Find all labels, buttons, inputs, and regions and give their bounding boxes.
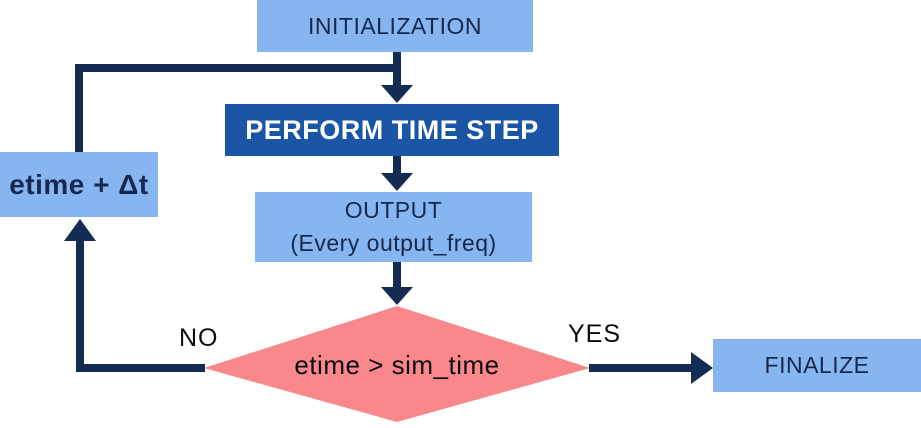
node-etime-update-label: etime + Δt: [9, 168, 149, 200]
node-initialization-label: INITIALIZATION: [308, 12, 482, 39]
node-output-sublabel: (Every output_freq): [290, 230, 497, 256]
node-decision-label: etime > sim_time: [294, 350, 500, 380]
node-perform-time-step-label: PERFORM TIME STEP: [245, 114, 539, 145]
yes-branch-arrowhead-icon: [691, 352, 713, 384]
node-perform-time-step: PERFORM TIME STEP: [225, 104, 559, 156]
node-initialization: INITIALIZATION: [257, 0, 533, 52]
node-finalize: FINALIZE: [713, 339, 921, 392]
loop-return-connector: [75, 64, 401, 152]
no-branch-connector: [76, 239, 205, 372]
node-finalize-label: FINALIZE: [764, 352, 870, 378]
output-to-decision-arrowhead-icon: [381, 287, 413, 305]
no-branch-arrowhead-icon: [64, 219, 96, 241]
node-etime-update: etime + Δt: [0, 152, 158, 217]
node-output: OUTPUT (Every output_freq): [255, 192, 532, 262]
decision-diamond-shape: [204, 306, 590, 422]
node-output-label: OUTPUT: [344, 197, 443, 224]
init-to-perform-arrowhead-icon: [381, 85, 413, 103]
branch-label-yes: YES: [568, 320, 622, 348]
branch-label-no: NO: [179, 324, 219, 352]
perform-to-output-arrowhead-icon: [381, 173, 413, 191]
